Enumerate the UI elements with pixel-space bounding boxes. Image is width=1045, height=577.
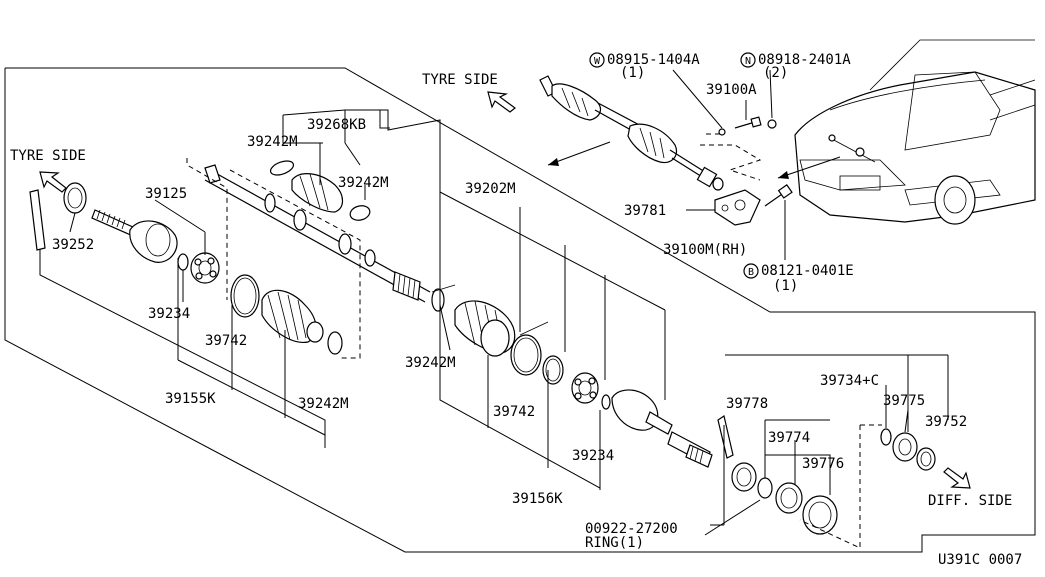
part-39125 <box>91 209 178 263</box>
part-39776 <box>802 495 838 535</box>
label-bolt-part: 08121-0401E <box>761 263 854 279</box>
part-39752 <box>916 447 936 471</box>
badge-w-label: W <box>594 56 601 67</box>
labels: 08915-1404A (1) 08918-2401A (2) 39100A 3… <box>10 52 1022 568</box>
label-39242m-a: 39242M <box>247 134 298 150</box>
label-tyre-side-top: TYRE SIDE <box>422 72 498 88</box>
part-39742-band-mid <box>510 321 549 376</box>
bearing-cage-left <box>190 252 220 284</box>
bolt-08121 <box>764 184 793 207</box>
label-diff-side: DIFF. SIDE <box>928 493 1012 509</box>
leader-lines <box>39 69 949 536</box>
label-39268kb: 39268KB <box>307 117 366 133</box>
part-39234-left <box>177 253 189 271</box>
label-39242m-b: 39242M <box>338 175 389 191</box>
label-nut-qty: (2) <box>763 65 788 81</box>
badge-n-label: N <box>745 56 751 67</box>
label-39742-a: 39742 <box>205 333 247 349</box>
label-39776: 39776 <box>802 456 844 472</box>
badge-b-label: B <box>748 267 754 278</box>
label-39778: 39778 <box>726 396 768 412</box>
frame-outline <box>4 67 1036 553</box>
part-39234-mid <box>601 394 611 410</box>
boot-left <box>261 289 324 343</box>
label-shaft-rh: 39100M(RH) <box>663 242 747 258</box>
direction-arrows <box>547 141 841 179</box>
label-bracket: 39781 <box>624 203 666 219</box>
top-boot-group <box>269 160 371 221</box>
label-washer-part: 08915-1404A <box>607 52 700 68</box>
car-illustration <box>794 39 1036 225</box>
badge-b: B <box>743 263 759 279</box>
label-39156k: 39156K <box>512 491 563 507</box>
diff-side-arrow <box>943 467 971 489</box>
bracket-39781 <box>714 189 761 226</box>
tyre-side-arrow-top <box>487 91 516 113</box>
stud-39100a <box>718 116 777 136</box>
part-39775 <box>892 432 918 462</box>
label-stud: 39100A <box>706 82 757 98</box>
label-bolt-qty: (1) <box>773 278 798 294</box>
label-00922: 00922-27200 <box>585 521 678 537</box>
label-39752: 39752 <box>925 414 967 430</box>
ring-1 <box>757 477 773 499</box>
label-39775: 39775 <box>883 393 925 409</box>
pin-00922 <box>717 415 734 459</box>
right-dashed-guides <box>799 424 882 549</box>
label-39125: 39125 <box>145 186 187 202</box>
bearing-cage-mid <box>571 372 599 404</box>
label-39234-b: 39234 <box>572 448 614 464</box>
part-39742-band-left <box>230 274 260 318</box>
part-39774 <box>775 482 803 514</box>
label-39242m-c: 39242M <box>405 355 456 371</box>
clamp-39242m-left <box>327 331 343 355</box>
label-39202m: 39202M <box>465 181 516 197</box>
badge-n: N <box>740 52 756 68</box>
badge-w: W <box>589 52 605 68</box>
left-dashed-group <box>186 158 361 359</box>
upper-drive-shaft <box>539 75 724 191</box>
label-nut-part: 08918-2401A <box>758 52 851 68</box>
label-39242m-d: 39242M <box>298 396 349 412</box>
label-ring: RING(1) <box>585 535 644 551</box>
ring-middle <box>542 355 564 385</box>
clamp-39242m-mid <box>431 284 456 312</box>
part-39778 <box>731 462 757 492</box>
boot-middle <box>454 300 516 357</box>
label-39774: 39774 <box>768 430 810 446</box>
long-shaft <box>204 164 431 303</box>
label-39234-a: 39234 <box>148 306 190 322</box>
inner-joint-housing <box>611 389 713 468</box>
label-washer-qty: (1) <box>620 65 645 81</box>
label-39734c: 39734+C <box>820 373 879 389</box>
part-39252 <box>29 182 87 251</box>
label-tyre-side-left: TYRE SIDE <box>10 148 86 164</box>
label-39155k: 39155K <box>165 391 216 407</box>
part-39734c <box>880 428 892 446</box>
label-39742-b: 39742 <box>493 404 535 420</box>
diagram-id: U391C 0007 <box>938 552 1022 568</box>
label-39252: 39252 <box>52 237 94 253</box>
tyre-side-arrow-left <box>39 171 67 193</box>
